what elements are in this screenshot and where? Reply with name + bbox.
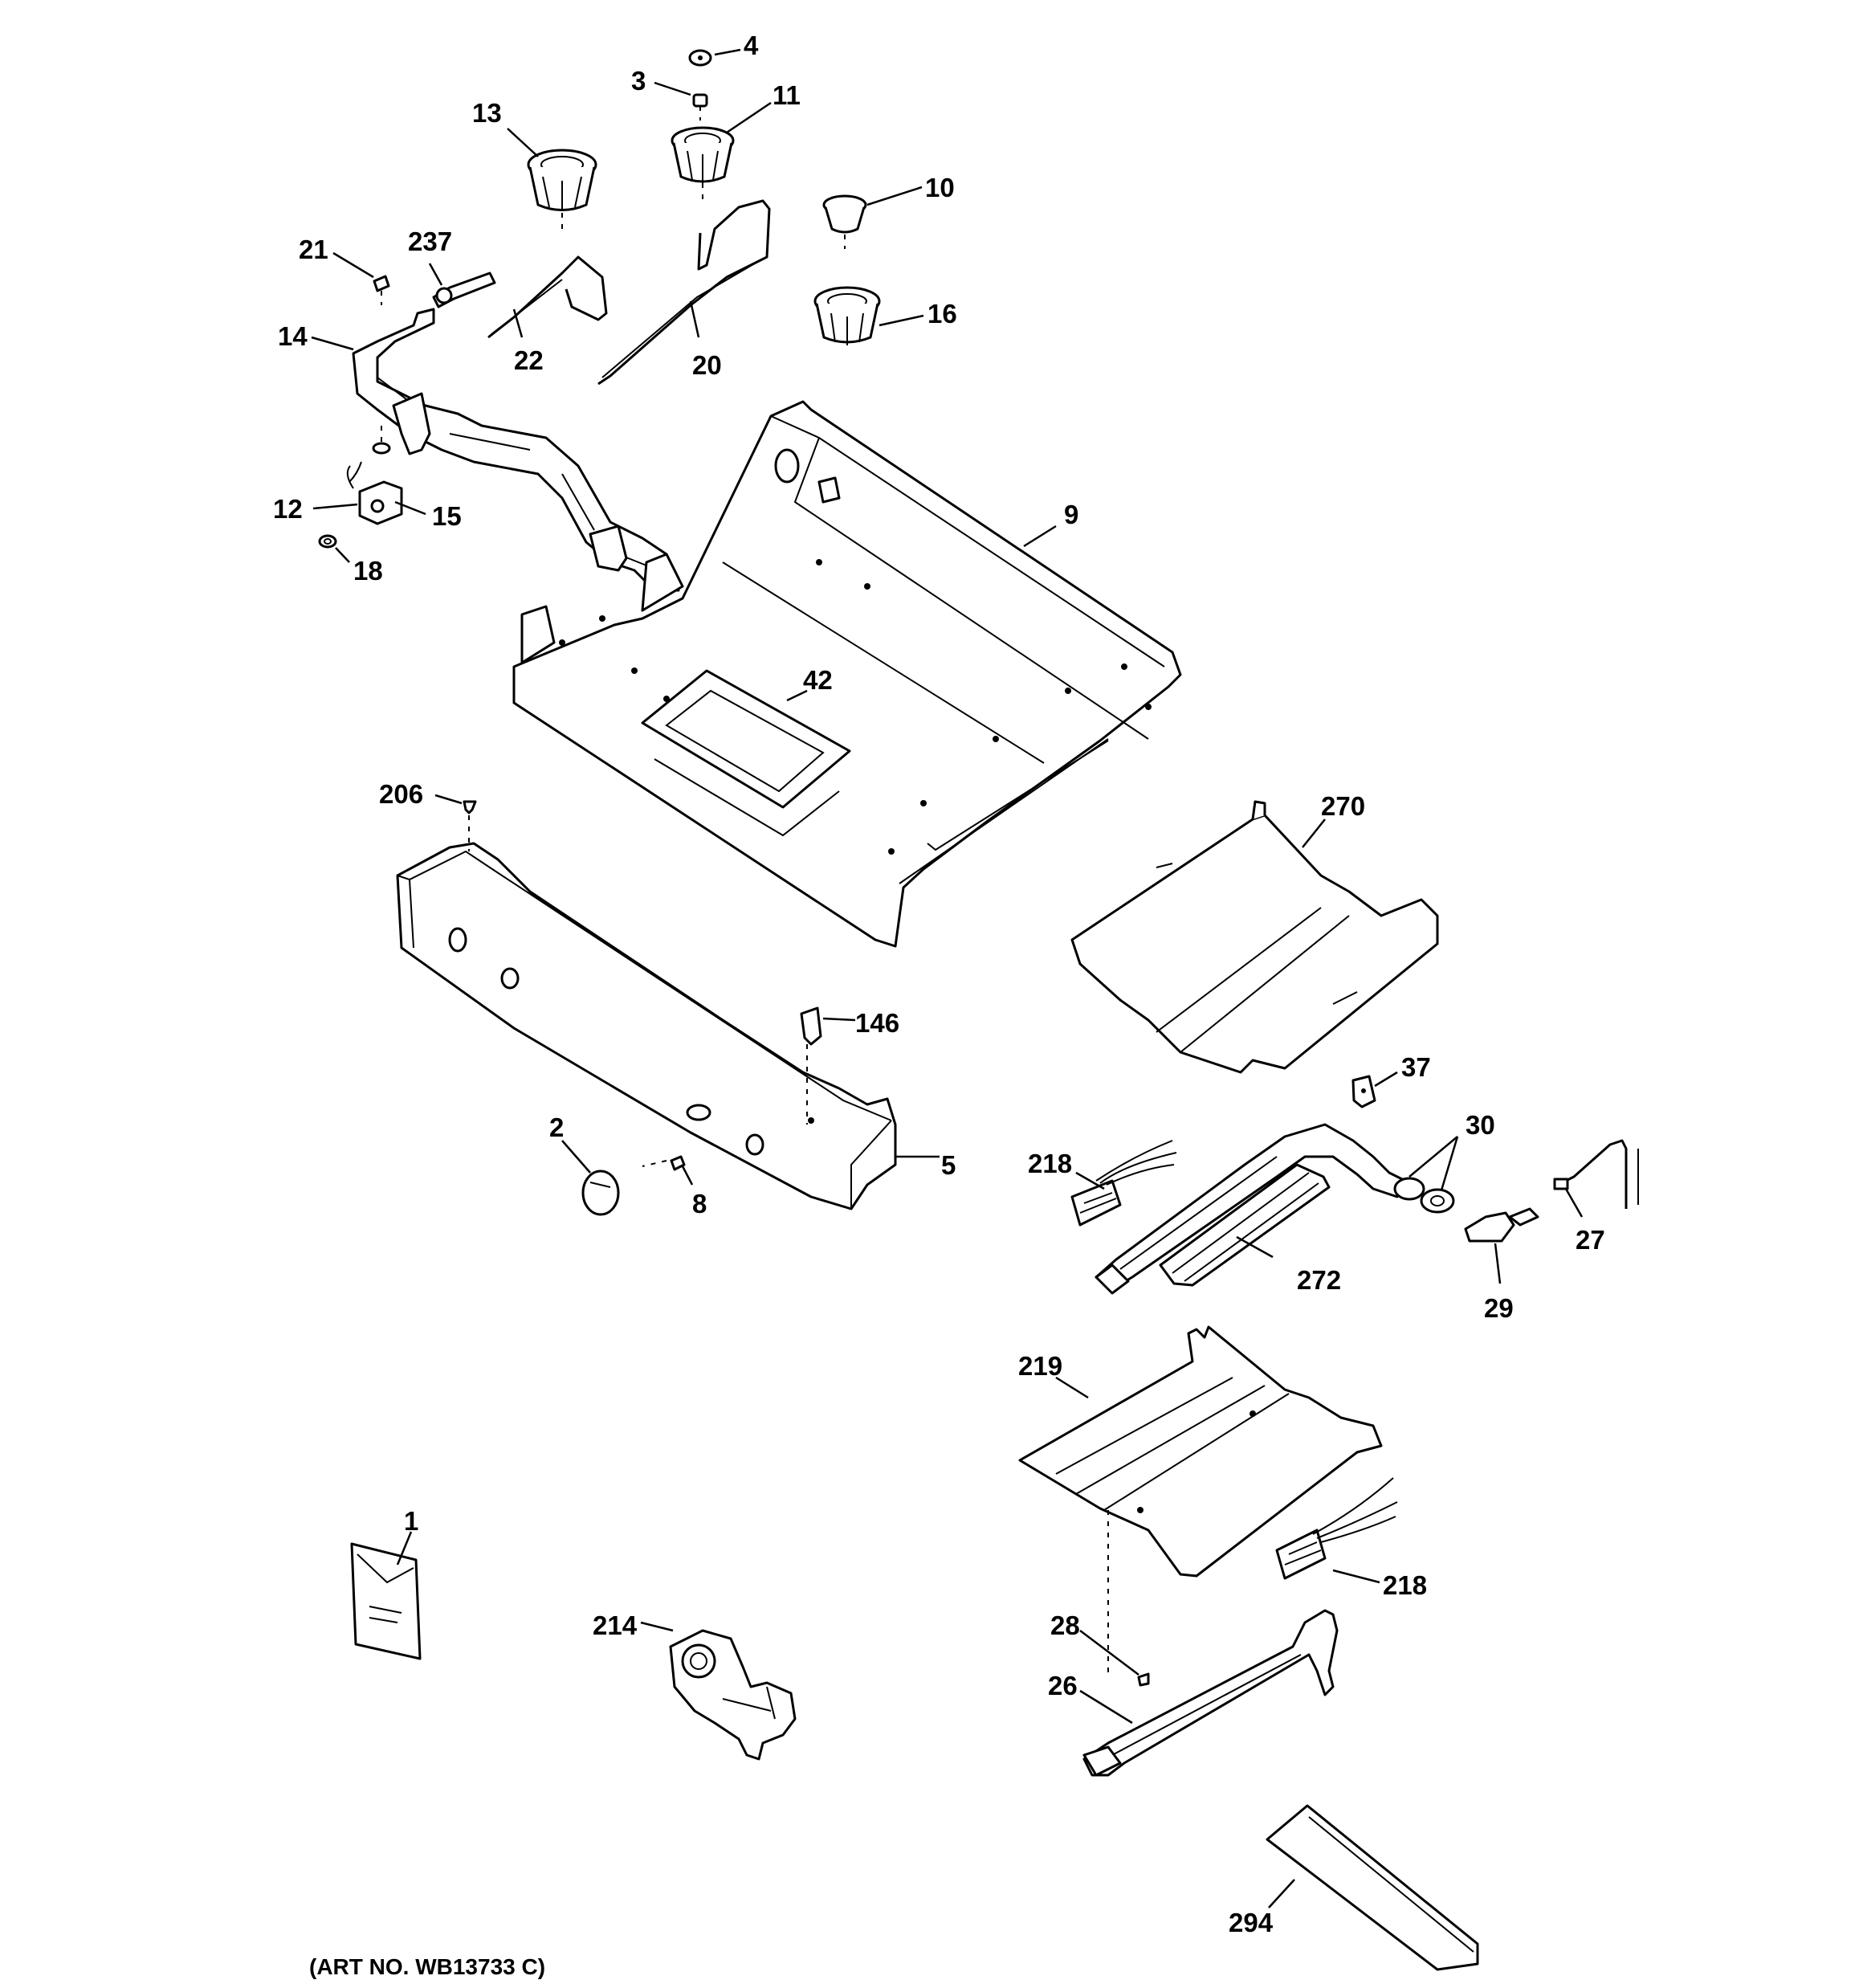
callout-29: 29 xyxy=(1484,1293,1514,1323)
knob-2 xyxy=(581,1170,620,1216)
callout-10: 10 xyxy=(925,173,955,202)
callout-214: 214 xyxy=(593,1610,638,1640)
literature-envelope-1 xyxy=(350,1542,422,1660)
burner-tube-20 xyxy=(597,199,771,386)
oven-burner-26 xyxy=(1082,1609,1339,1777)
valve-12-15 xyxy=(346,426,403,525)
callout-20: 20 xyxy=(692,350,722,380)
callout-9: 9 xyxy=(1064,500,1078,529)
burner-head-16 xyxy=(813,286,881,345)
art-number: (ART NO. WB13733 C) xyxy=(309,1954,545,1979)
callout-8: 8 xyxy=(692,1189,707,1219)
burner-head-13 xyxy=(527,149,597,229)
screw-28 xyxy=(1137,1672,1150,1687)
callout-18: 18 xyxy=(353,556,383,586)
leader-lines xyxy=(311,48,1584,1908)
callout-294: 294 xyxy=(1229,1908,1274,1937)
callout-218-upper: 218 xyxy=(1028,1149,1072,1178)
callout-5: 5 xyxy=(941,1150,956,1180)
screw-206 xyxy=(463,800,477,851)
callout-12: 12 xyxy=(273,494,303,524)
callout-237: 237 xyxy=(408,227,452,256)
burner-head-10 xyxy=(822,194,867,249)
callout-4: 4 xyxy=(744,31,759,60)
orifice-holders-30 xyxy=(1393,1177,1455,1214)
igniter-218-upper xyxy=(1070,1140,1177,1227)
callout-26: 26 xyxy=(1048,1671,1078,1700)
tube-27 xyxy=(1553,1139,1639,1209)
callout-13: 13 xyxy=(472,98,502,128)
callout-28: 28 xyxy=(1050,1610,1080,1640)
manifold-panel-5 xyxy=(396,842,897,1210)
callout-21: 21 xyxy=(299,235,328,264)
fitting-29 xyxy=(1464,1207,1539,1243)
callout-219: 219 xyxy=(1018,1351,1062,1381)
callout-11: 11 xyxy=(773,80,801,110)
burner-box-9 xyxy=(512,400,1182,948)
igniter-218-lower xyxy=(1275,1477,1398,1580)
callout-15: 15 xyxy=(432,501,462,531)
callout-37: 37 xyxy=(1401,1052,1431,1082)
callout-272: 272 xyxy=(1297,1265,1341,1295)
baffle-270 xyxy=(1070,800,1439,1074)
callout-146: 146 xyxy=(855,1008,899,1038)
washer-18 xyxy=(318,534,337,549)
callout-27: 27 xyxy=(1576,1225,1605,1255)
burner-tube-22 xyxy=(487,255,608,339)
callout-270: 270 xyxy=(1321,791,1365,821)
screw-21 xyxy=(373,275,390,305)
callout-22: 22 xyxy=(514,345,544,375)
clip-146 xyxy=(800,1006,822,1125)
fitting-237 xyxy=(432,271,496,308)
callout-30: 30 xyxy=(1466,1110,1495,1140)
callout-14: 14 xyxy=(278,321,308,351)
callout-42: 42 xyxy=(803,665,833,695)
burner-shield-272 xyxy=(1159,1163,1331,1287)
callout-1: 1 xyxy=(404,1506,418,1536)
callout-206: 206 xyxy=(379,779,423,809)
manifold-pipe-14 xyxy=(352,308,680,592)
baffle-219 xyxy=(1018,1325,1383,1675)
callout-3: 3 xyxy=(631,66,646,96)
orifice-3 xyxy=(692,93,708,120)
nut-4 xyxy=(688,49,712,67)
screw-8 xyxy=(642,1155,686,1171)
access-plate-42 xyxy=(641,669,851,837)
bracket-37 xyxy=(1351,1075,1376,1108)
callout-2: 2 xyxy=(549,1112,564,1142)
callout-218-lower: 218 xyxy=(1383,1570,1427,1600)
gas-valve-214 xyxy=(669,1629,797,1761)
burner-head-11 xyxy=(671,126,735,201)
callout-labels: 4 3 11 13 10 21 237 16 14 22 20 12 15 9 … xyxy=(273,31,1605,1979)
callout-16: 16 xyxy=(927,299,957,329)
angle-bracket-294 xyxy=(1266,1804,1479,1971)
